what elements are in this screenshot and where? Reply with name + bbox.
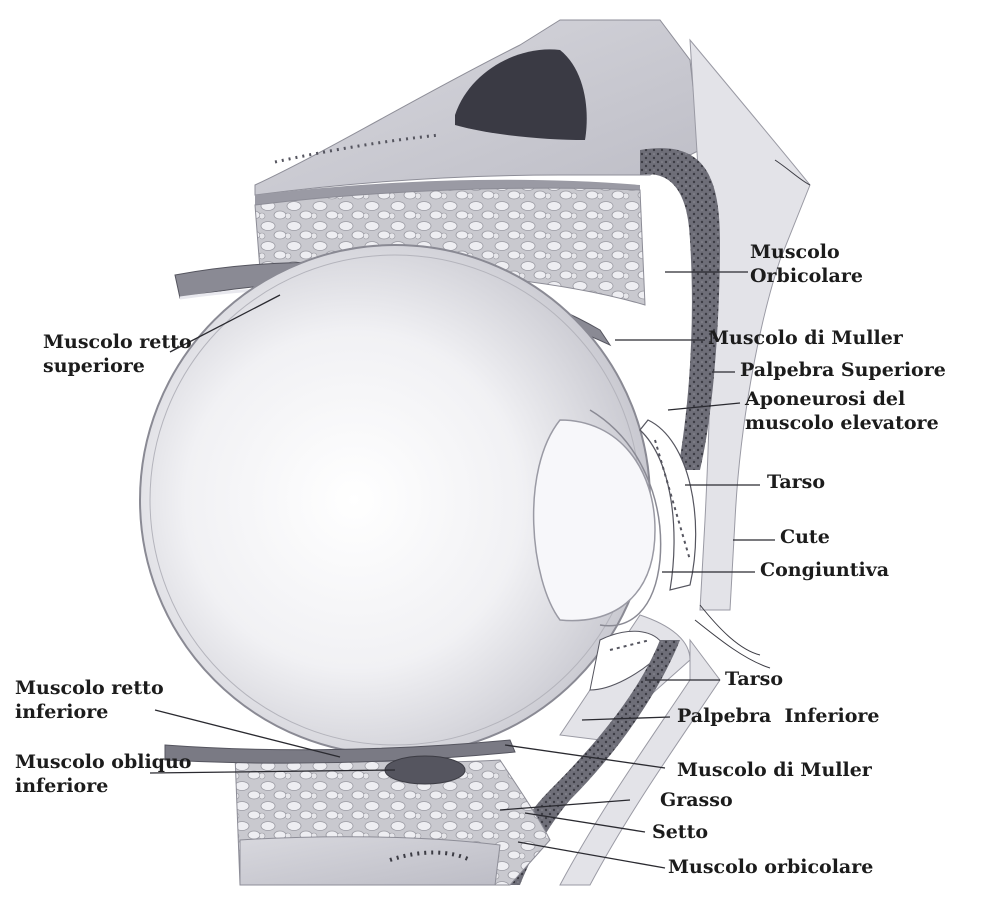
label-muscolo-orbicolare-inferiore: Muscolo orbicolare: [668, 855, 873, 879]
label-muscolo-di-muller-superiore: Muscolo di Muller: [708, 326, 903, 350]
label-congiuntiva: Congiuntiva: [760, 558, 889, 582]
label-palpebra-superiore: Palpebra Superiore: [740, 358, 946, 382]
label-aponeurosi-muscolo-elevatore: Aponeurosi del muscolo elevatore: [745, 387, 939, 435]
label-muscolo-retto-superiore: Muscolo retto superiore: [43, 330, 192, 378]
label-muscolo-di-muller-inferiore: Muscolo di Muller: [677, 758, 872, 782]
label-palpebra-inferiore: Palpebra Inferiore: [677, 704, 879, 728]
label-muscolo-obliquo-inferiore: Muscolo obliquo inferiore: [15, 750, 191, 798]
label-grasso: Grasso: [660, 788, 733, 812]
label-tarso-superiore: Tarso: [767, 470, 825, 494]
label-setto: Setto: [652, 820, 708, 844]
label-muscolo-retto-inferiore: Muscolo retto inferiore: [15, 676, 164, 724]
label-cute: Cute: [780, 525, 830, 549]
label-muscolo-orbicolare-superiore: Muscolo Orbicolare: [750, 240, 863, 288]
label-tarso-inferiore: Tarso: [725, 667, 783, 691]
